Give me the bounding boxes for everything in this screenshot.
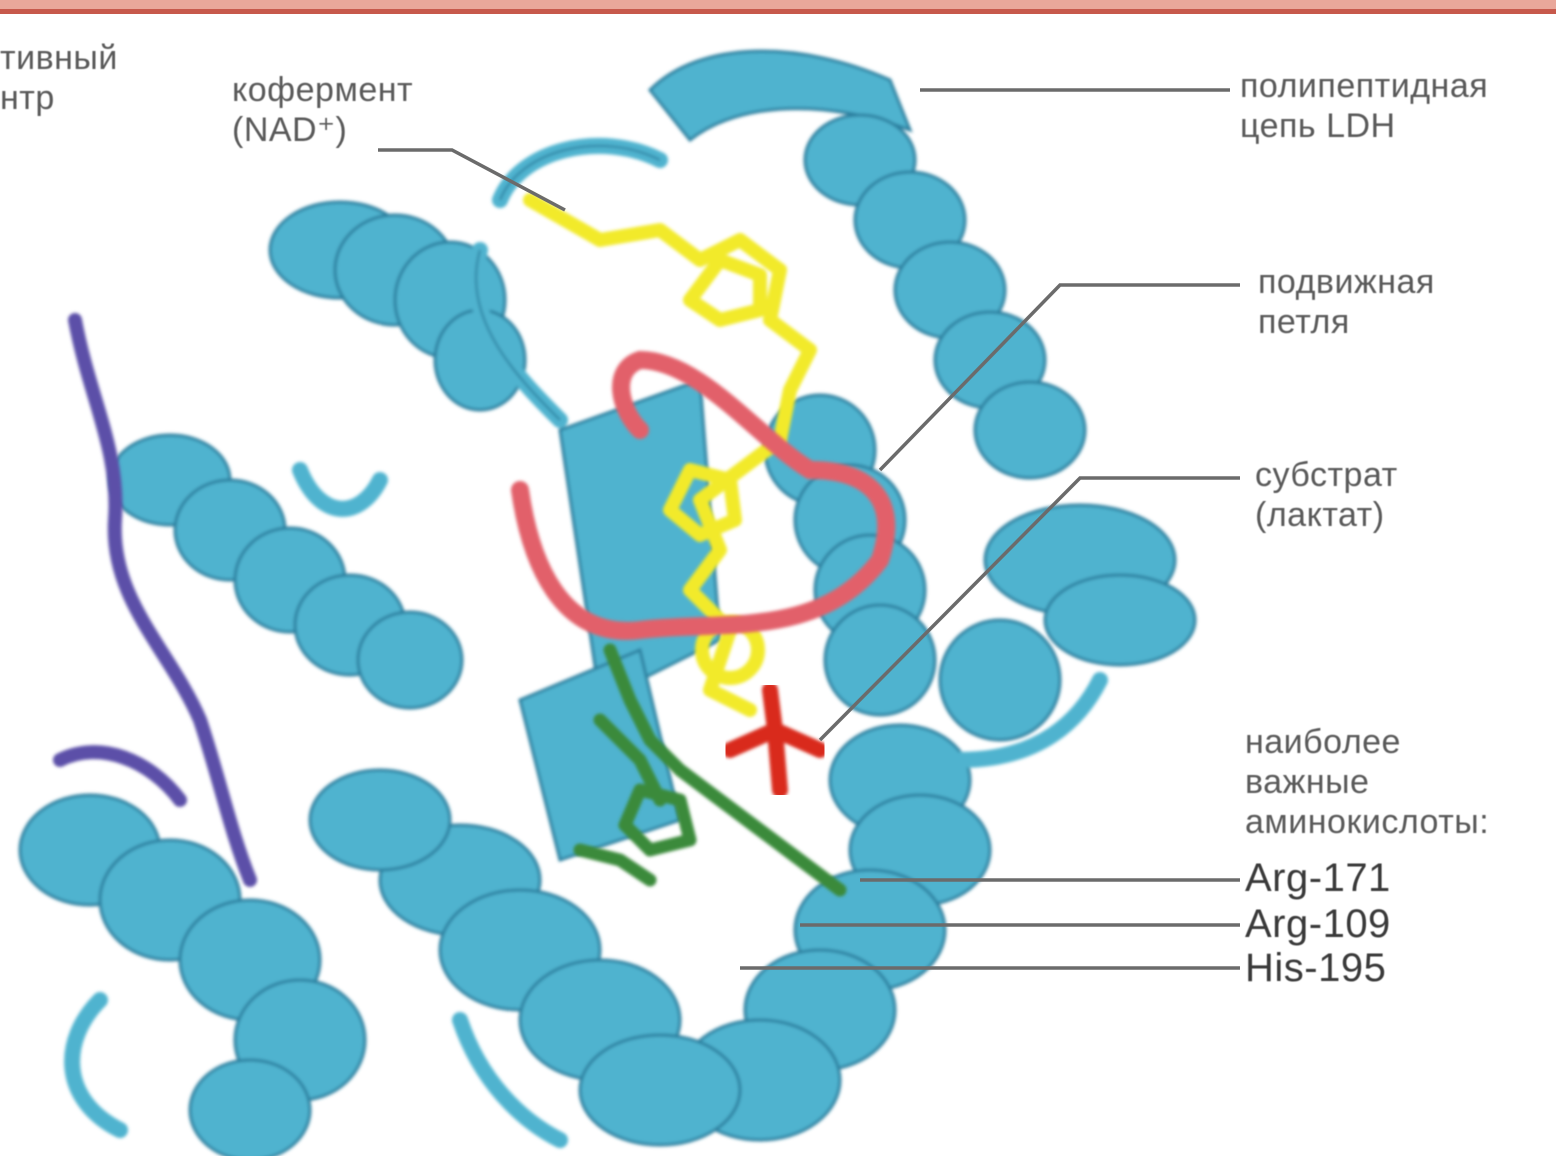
protein-ribbon (20, 51, 1195, 1156)
label-arg-171: Arg-171 (1245, 856, 1391, 900)
label-arg-109: Arg-109 (1245, 902, 1391, 946)
helix-bottom-center (310, 770, 740, 1145)
label-polypeptide: полипептидная цепь LDH (1240, 66, 1488, 146)
label-his-195: His-195 (1245, 946, 1386, 990)
label-important-aa: наиболее важные аминокислоты: (1245, 722, 1489, 842)
label-substrate: субстрат (лактат) (1255, 455, 1398, 535)
helix-right-middle (940, 505, 1195, 740)
label-mobile-loop: подвижная петля (1258, 262, 1435, 342)
helix-left-bottom (20, 795, 365, 1156)
helix-left-middle (110, 435, 462, 708)
label-active-center: тивный нтр (0, 38, 118, 118)
label-coenzyme: кофермент (NAD⁺) (232, 70, 413, 150)
helix-center (765, 395, 935, 715)
